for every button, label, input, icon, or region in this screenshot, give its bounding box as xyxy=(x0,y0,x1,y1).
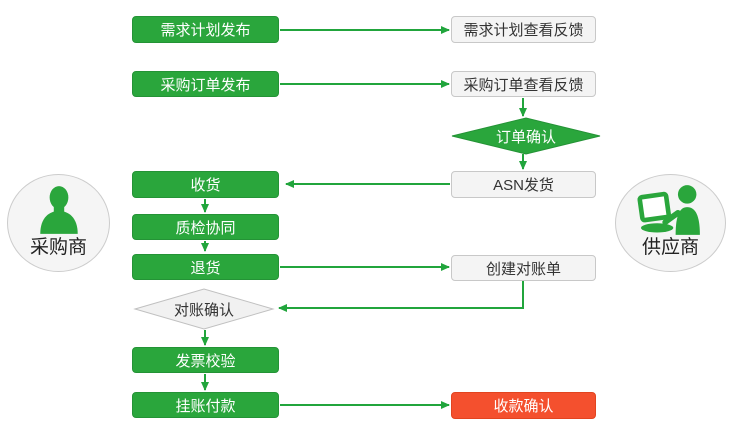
node-pending-payment: 挂账付款 xyxy=(132,392,279,418)
actor-buyer-label: 采购商 xyxy=(29,237,87,258)
node-po-publish: 采购订单发布 xyxy=(132,71,279,97)
diamond-order-confirm xyxy=(451,117,601,155)
arrow-statement-to-reconcile xyxy=(278,281,524,312)
actor-supplier-label: 供应商 xyxy=(641,237,699,258)
node-po-feedback: 采购订单查看反馈 xyxy=(451,71,596,97)
node-payment-confirm: 收款确认 xyxy=(451,392,596,419)
person-with-laptop-icon xyxy=(636,185,700,235)
node-receive-goods: 收货 xyxy=(132,171,279,198)
node-demand-plan-feedback: 需求计划查看反馈 xyxy=(451,16,596,43)
node-invoice-verify: 发票校验 xyxy=(132,347,279,373)
person-silhouette-icon xyxy=(39,186,78,234)
node-return-goods: 退货 xyxy=(132,254,279,280)
node-quality-check: 质检协同 xyxy=(132,214,279,240)
node-create-statement: 创建对账单 xyxy=(451,255,596,281)
actor-buyer: 采购商 xyxy=(7,174,110,272)
diamond-reconcile-confirm xyxy=(133,288,275,330)
node-asn-ship: ASN发货 xyxy=(451,171,596,198)
actor-supplier: 供应商 xyxy=(615,174,726,272)
node-demand-plan-publish: 需求计划发布 xyxy=(132,16,279,43)
